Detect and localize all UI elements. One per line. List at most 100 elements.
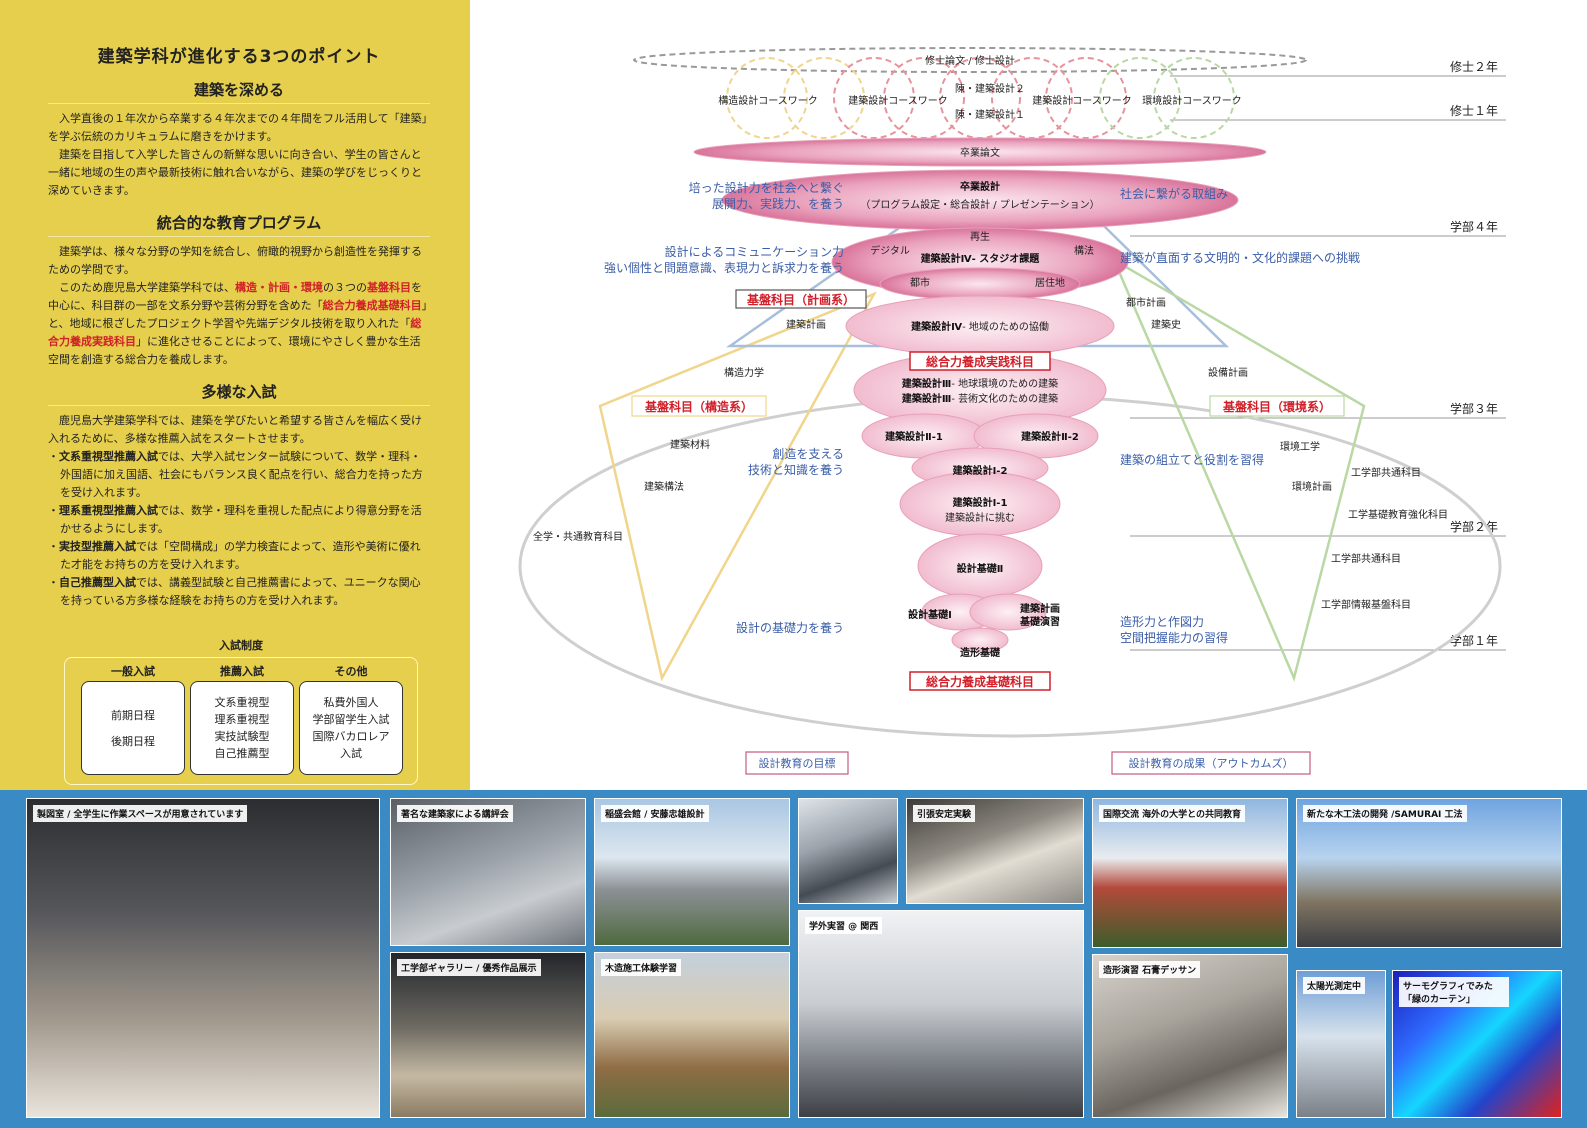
year-label: 修士２年 — [1450, 59, 1498, 74]
section-text: 建築学は、様々な分野の学知を統合し、俯瞰的視野から創造性を発揮するための学問です… — [48, 245, 422, 276]
photo-caption: 新たな木工法の開発 /SAMURAI 工法 — [1303, 805, 1467, 822]
photo-caption: 太陽光測定中 — [1303, 977, 1366, 994]
course-label: 環境設計コースワーク — [1142, 94, 1242, 107]
photo-band: 製図室 / 全学生に作業スペースが用意されています 著名な建築家による講評会 工… — [0, 790, 1587, 1128]
sotsuron-label: 卒業論文 — [960, 146, 1000, 159]
photo-caption: 引張安定実験 — [913, 805, 976, 822]
goal-text: 展開力、実践力、を養う — [712, 196, 844, 211]
year-label: 学部１年 — [1450, 633, 1498, 648]
photo-critique: 著名な建築家による講評会 — [390, 798, 586, 946]
photo-caption: 木造施工体験学習 — [601, 959, 682, 976]
photo-caption: 稲盛会館 / 安藤忠雄設計 — [601, 805, 709, 822]
photo-field-trip: 学外実習 @ 関西 — [798, 910, 1084, 1118]
keikaku-ensyu-1: 建築計画 — [1019, 602, 1060, 615]
course-label: 構造設計コースワーク — [718, 94, 818, 107]
admission-col-general: 一般入試 前期日程 後期日程 — [81, 663, 185, 775]
photo-caption: 造形演習 石膏デッサン — [1099, 961, 1201, 978]
section-text: 建築を目指して入学した皆さんの新鮮な思いに向き合い、学生の皆さんと一緒に地域の生… — [48, 148, 422, 197]
design1-2: 建築設計Ⅰ-2 — [952, 464, 1008, 477]
year-lines — [1130, 75, 1506, 651]
subject-label: 構造力学 — [724, 366, 764, 379]
goal-text: 創造を支える — [772, 447, 844, 461]
goal-text: 培った設計力を社会へと繋ぐ — [689, 180, 844, 195]
basic-label: 総合力養成基礎科目 — [926, 674, 1034, 689]
design1-1-sub: 建築設計に挑む — [945, 511, 1015, 524]
photo-students — [798, 798, 898, 904]
goal-text: 技術と知識を養う — [748, 462, 844, 477]
page-title: 建築学科が進化する3つのポイント — [97, 47, 381, 67]
subject-label: 設備計画 — [1208, 366, 1248, 379]
photo-international: 国際交流 海外の大学との共同教育 — [1092, 798, 1288, 948]
subject-label: 環境工学 — [1280, 440, 1320, 453]
curriculum-diagram: 修士２年 修士１年 学部４年 学部３年 学部２年 学部１年 修士論文 / 修士設… — [470, 0, 1587, 790]
photo-caption: 製図室 / 全学生に作業スペースが用意されています — [33, 805, 248, 822]
base-struct-label: 基盤科目（構造系） — [644, 399, 753, 414]
practice-label: 総合力養成実践科目 — [926, 354, 1034, 369]
photo-inamori-hall: 稲盛会館 / 安藤忠雄設計 — [594, 798, 790, 946]
section-text: このため鹿児島大学建築学科では、構造・計画・環境の３つの基盤科目を中心に、科目群… — [48, 281, 428, 366]
photo-caption: 学外実習 @ 関西 — [805, 917, 883, 934]
section-text: 鹿児島大学建築学科では、建築を学びたいと希望する皆さんを幅広く受け入れるために、… — [48, 414, 422, 445]
section-heading-deepen: 建築を深める — [48, 79, 430, 104]
photo-solar: 太陽光測定中 — [1296, 970, 1386, 1118]
kiso1-label: 設計基礎Ⅰ — [908, 608, 952, 621]
subject-label: 工学部共通科目 — [1351, 466, 1421, 479]
subject-label: 建築構法 — [644, 480, 684, 493]
bullet-item: ・自己推薦型入試では、講義型試験と自己推薦書によって、ユニークな関心を持っている… — [48, 576, 421, 607]
goal-text: 設計によるコミュニケーション力 — [665, 244, 844, 259]
sotsusei-sub: （プログラム設定・総合設計 / プレゼンテーション） — [860, 198, 1099, 211]
photo-wood-construction: 木造施工体験学習 — [594, 952, 790, 1118]
base-env-box — [1209, 395, 1345, 417]
struct-triangle — [598, 291, 877, 682]
photo-caption: 著名な建築家による講評会 — [397, 805, 513, 822]
section-text: 入学直後の１年次から卒業する４年次までの４年間をフル活用して「建築」を学ぶ伝統の… — [48, 112, 428, 143]
base-plan-box — [735, 289, 867, 309]
goal-footer: 設計教育の目標 — [759, 756, 836, 770]
photo-caption: 工学部ギャラリー / 優秀作品展示 — [397, 959, 541, 976]
outcome-text: 造形力と作図力 — [1120, 615, 1204, 629]
year-label: 修士１年 — [1450, 103, 1498, 118]
photo-tension-test: 引張安定実験 — [906, 798, 1084, 904]
studio-tag: 構法 — [1074, 244, 1094, 257]
sotsusei-title: 卒業設計 — [960, 180, 1000, 193]
studio-label: 建築設計Ⅳ- スタジオ課題 — [920, 252, 1041, 265]
design1-1: 建築設計Ⅰ-1 — [952, 496, 1008, 509]
base-plan-label: 基盤科目（計画系） — [746, 292, 855, 307]
admission-col-other: その他 私費外国人 学部留学生入試 国際バカロレア 入試 — [299, 663, 403, 775]
photo-caption: サーモグラフィでみた「緑のカーテン」 — [1399, 977, 1509, 1007]
subject-label: 工学部共通科目 — [1331, 552, 1401, 565]
goal-footer-box — [745, 751, 849, 775]
outcome-text: 建築の組立てと役割を習得 — [1120, 452, 1264, 467]
pink-stack — [693, 137, 1267, 653]
studio-tag: 居住地 — [1035, 276, 1065, 289]
basic-box — [909, 671, 1051, 691]
subject-label: 工学部情報基盤科目 — [1321, 598, 1411, 611]
section-heading-program: 統合的な教育プログラム — [48, 212, 430, 237]
design3-b: 建築設計Ⅲ- 芸術文化のための建築 — [901, 392, 1058, 405]
course-label: 陳・建築設計２ — [955, 82, 1025, 95]
photo-caption: 国際交流 海外の大学との共同教育 — [1099, 805, 1246, 822]
course-label: 建築設計コースワーク — [1032, 94, 1132, 107]
studio-tag: 再生 — [970, 230, 990, 243]
outcome-text: 空間把握能力の習得 — [1120, 630, 1228, 645]
design4-local: 建築設計Ⅳ- 地域のための協働 — [910, 320, 1049, 333]
course-label: 建築設計コースワーク — [848, 94, 948, 107]
subject-label: 全学・共通教育科目 — [533, 530, 623, 543]
subject-label: 建築史 — [1151, 318, 1181, 331]
year-label: 学部４年 — [1450, 219, 1498, 234]
subject-label: 建築材料 — [670, 438, 710, 451]
base-struct-box — [631, 395, 767, 417]
year-label: 学部３年 — [1450, 401, 1498, 416]
design2-1: 建築設計Ⅱ-1 — [884, 430, 943, 443]
subject-label: 都市計画 — [1126, 296, 1166, 309]
bullet-item: ・実技型推薦入試では「空間構成」の学力検査によって、造形や美術に優れた才能をお持… — [48, 540, 421, 571]
zoukei-label: 造形基礎 — [960, 646, 1001, 659]
curriculum-svg: 修士２年 修士１年 学部４年 学部３年 学部２年 学部１年 修士論文 / 修士設… — [518, 47, 1506, 775]
admission-title: 入試制度 — [219, 639, 263, 652]
admission-col-recommend: 推薦入試 文系重視型 理系重視型 実技試験型 自己推薦型 — [190, 663, 294, 775]
bullet-item: ・文系重視型推薦入試では、大学入試センター試験について、数学・理科・外国語に加え… — [48, 450, 423, 499]
admission-system: 入試制度 一般入試 前期日程 後期日程 推薦入試 文系重視型 理系重視型 実技試… — [64, 637, 418, 785]
outcome-footer-box — [1111, 751, 1311, 775]
goal-text: 強い個性と問題意識、表現力と訴求力を養う — [604, 260, 844, 275]
practice-box — [909, 351, 1051, 371]
